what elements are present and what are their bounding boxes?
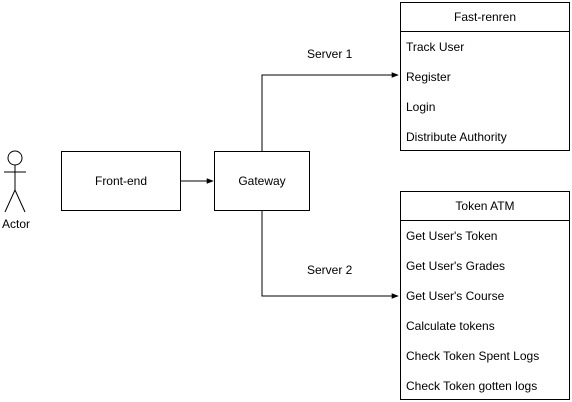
frontend-node[interactable]: Front-end <box>61 151 181 211</box>
list-item-distribute-authority[interactable]: Distribute Authority <box>406 130 507 144</box>
gateway-label: Gateway <box>238 174 286 188</box>
list-item-register[interactable]: Register <box>406 70 451 84</box>
list-item-check-token-spent-logs[interactable]: Check Token Spent Logs <box>406 349 540 363</box>
token-atm-container[interactable]: Token ATM Get User's Token Get User's Gr… <box>400 191 570 400</box>
edge-server2 <box>261 211 399 299</box>
fast-renren-title: Fast-renren <box>401 3 569 32</box>
actor-icon <box>4 150 26 213</box>
actor-label: Actor <box>2 217 31 231</box>
edge-server1 <box>261 72 399 151</box>
token-atm-title: Token ATM <box>401 192 569 221</box>
gateway-node[interactable]: Gateway <box>214 151 310 211</box>
list-item-track-user[interactable]: Track User <box>406 40 465 54</box>
server2-label: Server 2 <box>307 263 353 277</box>
fast-renren-container[interactable]: Fast-renren Track User Register Login Di… <box>400 2 570 151</box>
server1-label: Server 1 <box>307 47 353 61</box>
list-item-get-users-grades[interactable]: Get User's Grades <box>406 259 505 273</box>
list-item-calculate-tokens[interactable]: Calculate tokens <box>406 319 495 333</box>
frontend-label: Front-end <box>94 174 148 188</box>
list-item-get-users-token[interactable]: Get User's Token <box>406 229 498 243</box>
list-item-get-users-course[interactable]: Get User's Course <box>406 289 505 303</box>
list-item-check-token-gotten-logs[interactable]: Check Token gotten logs <box>406 379 538 393</box>
list-item-login[interactable]: Login <box>406 100 436 114</box>
